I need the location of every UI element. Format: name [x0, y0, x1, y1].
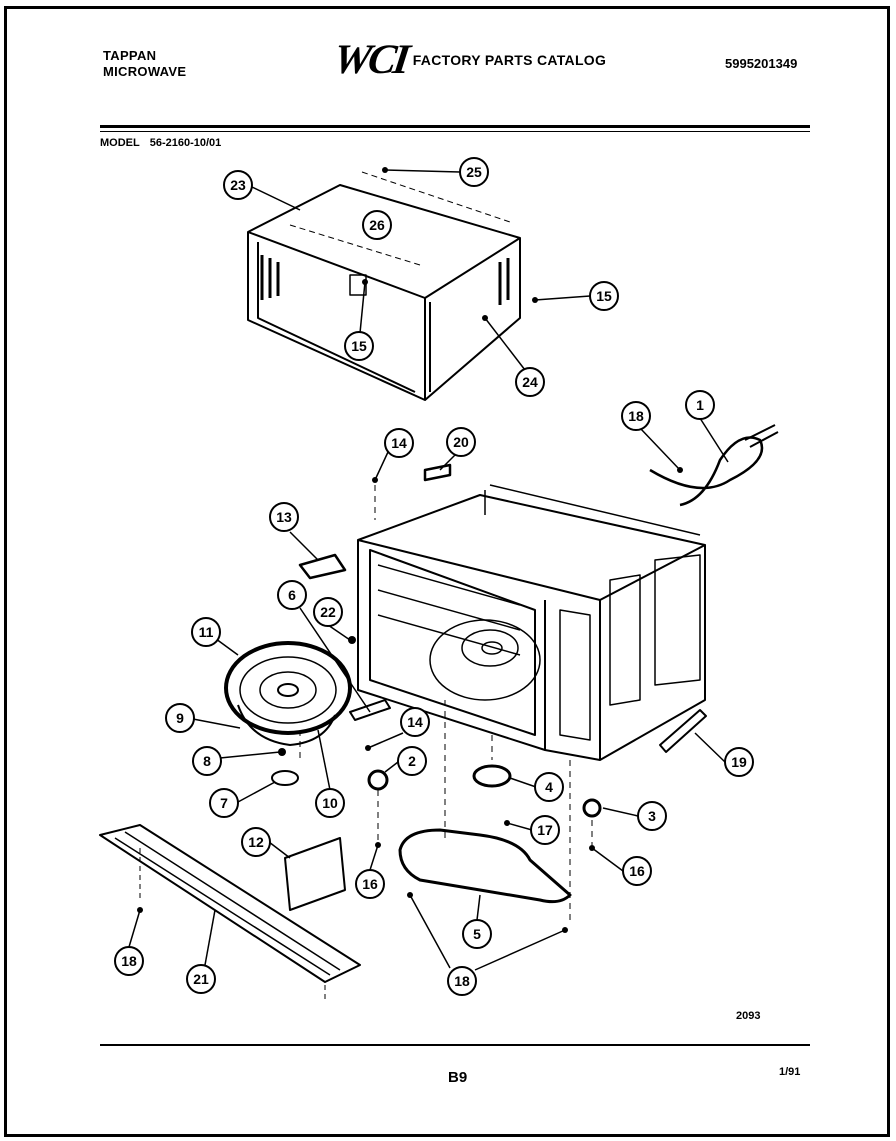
callout-18-bottom: 18 [447, 966, 477, 996]
callout-1: 1 [685, 390, 715, 420]
svg-text:23: 23 [230, 177, 246, 193]
tray-drawing [398, 828, 572, 904]
svg-text:14: 14 [391, 435, 407, 451]
power-cord-drawing [649, 436, 764, 507]
svg-text:18: 18 [454, 973, 470, 989]
svg-text:1: 1 [696, 397, 704, 413]
svg-text:22: 22 [320, 604, 336, 620]
roller-drawing [582, 798, 602, 818]
callout-11: 11 [191, 617, 221, 647]
svg-text:18: 18 [121, 953, 137, 969]
svg-text:16: 16 [629, 863, 645, 879]
brand-name: TAPPAN [103, 48, 157, 63]
callout-9: 9 [165, 703, 195, 733]
callout-circles: 25 23 26 15 15 24 18 1 14 20 13 6 22 11 … [114, 157, 754, 996]
svg-text:26: 26 [369, 217, 385, 233]
revision-date: 1/91 [779, 1066, 801, 1078]
bracket-drawing [298, 553, 347, 580]
svg-text:2: 2 [408, 753, 416, 769]
catalog-header: WCI FACTORY PARTS CATALOG [331, 37, 607, 83]
callout-17: 17 [530, 815, 560, 845]
callout-16-right: 16 [622, 856, 652, 886]
callout-18-left: 18 [114, 946, 144, 976]
svg-text:15: 15 [596, 288, 612, 304]
callout-2: 2 [397, 746, 427, 776]
callout-13: 13 [269, 502, 299, 532]
callout-3: 3 [637, 801, 667, 831]
clip-drawing [423, 463, 452, 482]
callout-19: 19 [724, 747, 754, 777]
svg-text:19: 19 [731, 754, 747, 770]
svg-text:15: 15 [351, 338, 367, 354]
catalog-title: FACTORY PARTS CATALOG [412, 52, 607, 68]
svg-text:25: 25 [466, 164, 482, 180]
callout-8: 8 [192, 746, 222, 776]
callout-26: 26 [362, 210, 392, 240]
figure-number: 2093 [736, 1010, 761, 1022]
base-plate-drawing [99, 824, 361, 1000]
outer-cabinet-drawing [247, 171, 521, 401]
callout-21: 21 [186, 964, 216, 994]
svg-text:17: 17 [537, 822, 553, 838]
svg-text:12: 12 [248, 834, 264, 850]
header-rule [100, 125, 810, 128]
callout-14-bottom: 14 [400, 707, 430, 737]
svg-text:10: 10 [322, 795, 338, 811]
callout-23: 23 [223, 170, 253, 200]
page-border [4, 6, 890, 1137]
callout-25: 25 [459, 157, 489, 187]
svg-text:14: 14 [407, 714, 423, 730]
svg-text:24: 24 [522, 374, 538, 390]
svg-text:7: 7 [220, 795, 228, 811]
catalog-number: 5995201349 [725, 56, 798, 71]
header-rule-thin [100, 131, 810, 132]
svg-text:21: 21 [193, 971, 209, 987]
footer-rule [100, 1044, 810, 1046]
callout-20: 20 [446, 427, 476, 457]
callout-10: 10 [315, 788, 345, 818]
product-type: MICROWAVE [103, 64, 187, 79]
svg-text:8: 8 [203, 753, 211, 769]
leader-lines [128, 169, 729, 971]
bearing-drawing [367, 769, 389, 791]
callout-6: 6 [277, 580, 307, 610]
callout-22: 22 [313, 597, 343, 627]
svg-text:3: 3 [648, 808, 656, 824]
svg-text:16: 16 [362, 876, 378, 892]
model-line: MODEL 56-2160-10/01 [100, 137, 221, 149]
callout-15-left: 15 [344, 331, 374, 361]
callout-24: 24 [515, 367, 545, 397]
oven-chassis-drawing [357, 484, 706, 761]
rail-drawing [659, 709, 707, 753]
svg-text:4: 4 [545, 779, 553, 795]
callout-7: 7 [209, 788, 239, 818]
callout-15-right: 15 [589, 281, 619, 311]
svg-text:18: 18 [628, 408, 644, 424]
callout-14-top: 14 [384, 428, 414, 458]
callout-16-center: 16 [355, 869, 385, 899]
brand-block: TAPPAN MICROWAVE [103, 48, 186, 80]
svg-text:11: 11 [199, 624, 214, 640]
assembly-lines [299, 485, 593, 920]
model-label: MODEL [100, 137, 140, 149]
page-number: B9 [448, 1069, 468, 1086]
svg-text:6: 6 [288, 587, 296, 603]
callout-5: 5 [462, 919, 492, 949]
svg-text:5: 5 [473, 926, 481, 942]
callout-4: 4 [534, 772, 564, 802]
svg-text:9: 9 [176, 710, 184, 726]
turntable-plate-drawing [224, 641, 352, 786]
model-number: 56-2160-10/01 [149, 137, 222, 149]
callout-12: 12 [241, 827, 271, 857]
filter-drawing [284, 837, 346, 911]
callout-18-cord: 18 [621, 401, 651, 431]
svg-text:20: 20 [453, 434, 469, 450]
svg-text:13: 13 [276, 509, 292, 525]
fasteners [137, 167, 683, 933]
coupler-drawing [472, 764, 512, 788]
